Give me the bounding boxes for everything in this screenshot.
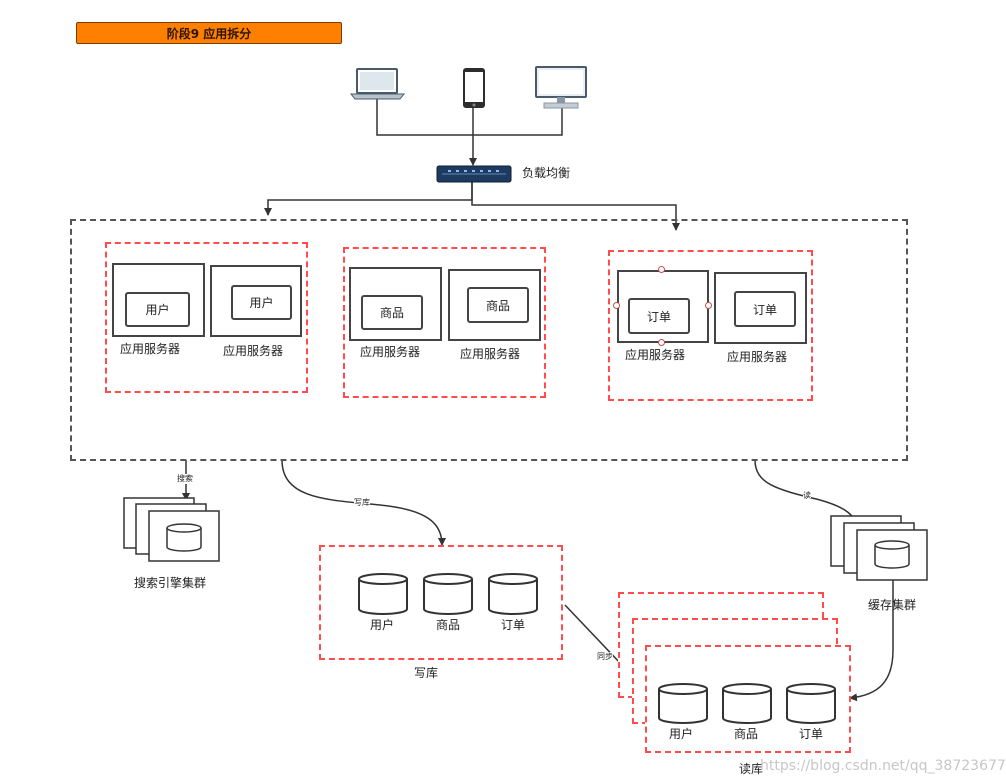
app-server-label: 应用服务器 (223, 344, 284, 358)
app-server: 用户 (210, 265, 302, 337)
desktop-link (472, 108, 563, 136)
load-balancer-label: 负载均衡 (522, 166, 571, 180)
selection-handle[interactable] (705, 302, 712, 309)
app-server: 订单 (617, 270, 709, 343)
selection-handle[interactable] (613, 302, 620, 309)
write-link (281, 459, 446, 546)
watermark-text: https://blog.csdn.net/qq_38723677 (760, 758, 1006, 774)
app-server: 商品 (349, 267, 442, 341)
app-server-label: 应用服务器 (460, 347, 521, 361)
read-db-cylinders (658, 683, 836, 724)
search-cluster-icon (123, 497, 220, 562)
sync-edge-label: 同步 (597, 652, 613, 662)
app-server: 用户 (112, 263, 205, 337)
database-icon (358, 573, 408, 615)
user-service-group (105, 242, 308, 393)
app-server-label: 应用服务器 (360, 345, 421, 359)
module-box: 订单 (734, 291, 796, 327)
selection-handle[interactable] (658, 339, 665, 346)
cache-cluster-icon (830, 515, 928, 581)
read-db-label: 读库 (739, 762, 764, 776)
app-server-label: 应用服务器 (727, 350, 788, 364)
app-tier-container (70, 219, 908, 461)
selection-handle[interactable] (658, 266, 665, 273)
laptop-icon (349, 68, 406, 100)
read-db-user-label: 用户 (669, 727, 694, 741)
read-db-product-label: 商品 (734, 727, 759, 741)
stage-title-banner: 阶段9 应用拆分 (76, 22, 342, 44)
search-cluster-label: 搜索引擎集群 (134, 576, 207, 590)
order-service-group (608, 250, 813, 401)
module-box: 用户 (231, 285, 292, 320)
module-box: 商品 (361, 295, 423, 330)
write-db-product-label: 商品 (436, 618, 461, 632)
read-db-order-label: 订单 (799, 727, 824, 741)
search-edge-label: 搜索 (177, 474, 193, 484)
module-box: 用户 (125, 292, 190, 327)
desktop-monitor-icon (535, 66, 587, 109)
product-service-group (343, 247, 546, 398)
database-icon (488, 573, 538, 615)
write-db-user-label: 用户 (370, 618, 395, 632)
lb-right-link (471, 182, 680, 231)
cache-read-link (849, 578, 894, 702)
write-db-label: 写库 (414, 666, 439, 680)
database-icon (658, 683, 708, 724)
phone-icon (463, 68, 485, 108)
lb-left-link (264, 182, 473, 216)
write-db-order-label: 订单 (501, 618, 526, 632)
cache-cluster-label: 缓存集群 (868, 598, 917, 612)
app-server-label: 应用服务器 (625, 348, 686, 362)
write-edge-label: 写库 (354, 498, 370, 508)
app-server: 订单 (714, 272, 807, 344)
module-box: 订单 (628, 298, 690, 334)
database-icon (786, 683, 836, 724)
write-db-group (319, 545, 563, 660)
load-balancer-switch-icon (436, 165, 512, 183)
read-edge-label: 读 (803, 491, 811, 501)
laptop-link (376, 98, 472, 136)
app-server: 商品 (448, 269, 541, 341)
database-icon (722, 683, 772, 724)
app-server-label: 应用服务器 (120, 342, 181, 356)
module-box: 商品 (467, 287, 529, 323)
write-db-cylinders (358, 573, 538, 615)
database-icon (423, 573, 473, 615)
